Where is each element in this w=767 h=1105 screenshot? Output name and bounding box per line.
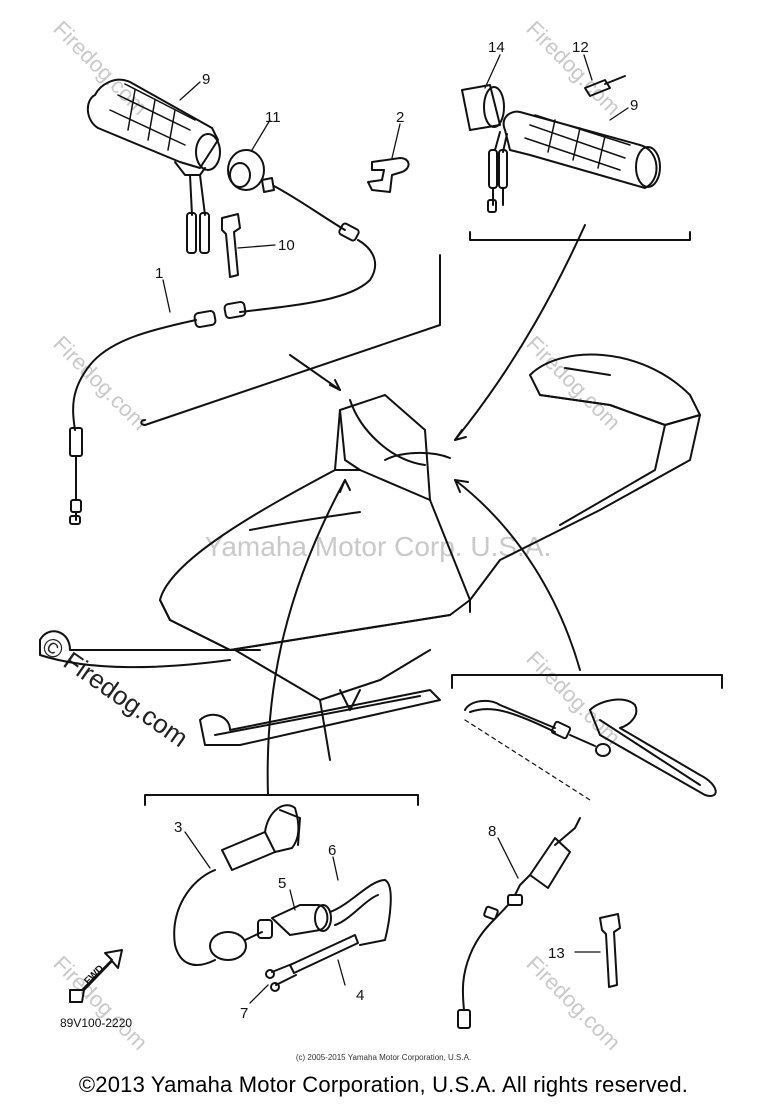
callout-12: 12 [572,39,589,56]
small-copyright: (c) 2005-2015 Yamaha Motor Corporation, … [295,1053,472,1062]
callout-leaders [162,54,629,1004]
callout-11: 11 [265,109,281,126]
inset-bottom-left: FWD [69,479,419,1003]
callout-9b: 9 [630,97,638,114]
callout-3: 3 [174,819,182,836]
end-cap [461,84,505,131]
connector [271,879,392,946]
brake-lever [589,698,717,797]
watermark-center: Yamaha Motor Corp. U.S.A. [205,531,552,562]
copyright-notice: ©2013 Yamaha Motor Corporation, U.S.A. A… [78,1072,689,1097]
brake-cable [457,817,581,1029]
callout-8: 8 [488,823,496,840]
watermark-site: Firedog.com [521,646,625,750]
callout-14: 14 [488,39,505,56]
callout-2: 2 [396,109,404,126]
clip [367,157,410,193]
watermark-site-logo: © Firedog.com [37,630,194,753]
cable-tie [221,213,241,278]
ring-part [227,149,265,191]
inset-top-left [69,78,441,525]
snowmobile [39,353,701,761]
inset-frame [144,794,419,806]
callout-numbers: 1 2 3 4 5 6 7 8 9 9 10 11 12 13 14 [155,39,638,1022]
diagram-code: 89V100-2220 [60,1016,133,1030]
callout-9a: 9 [202,71,210,88]
callout-1: 1 [155,265,163,282]
watermark-site: Firedog.com [521,16,625,120]
watermark-site: Firedog.com [521,951,625,1055]
callout-10: 10 [278,237,295,254]
watermarks: Yamaha Motor Corp. U.S.A. Firedog.com Fi… [37,16,626,1055]
inset-bottom-right [451,479,723,1029]
throttle-cable [69,177,377,525]
inset-frame [144,254,441,426]
inset-frame [469,231,691,241]
callout-6: 6 [328,842,336,859]
leader-line [266,479,346,796]
callout-4: 4 [356,987,364,1004]
screw [584,75,626,97]
watermark-site: Firedog.com [48,331,152,435]
left-grip [86,78,221,254]
leader-line [454,224,586,441]
wire-tube [265,934,359,992]
callout-13: 13 [548,945,565,962]
callout-7: 7 [240,1005,248,1022]
cable-tie-13 [599,913,621,988]
watermark-site: Firedog.com [521,331,625,435]
leader-line [289,354,341,391]
right-grip [487,110,661,213]
callout-5: 5 [278,875,286,892]
inset-frame [451,674,723,689]
upper-cable [464,699,611,757]
inset-top-right [454,75,691,441]
leader-line [454,479,581,671]
switch-assembly [173,804,301,966]
